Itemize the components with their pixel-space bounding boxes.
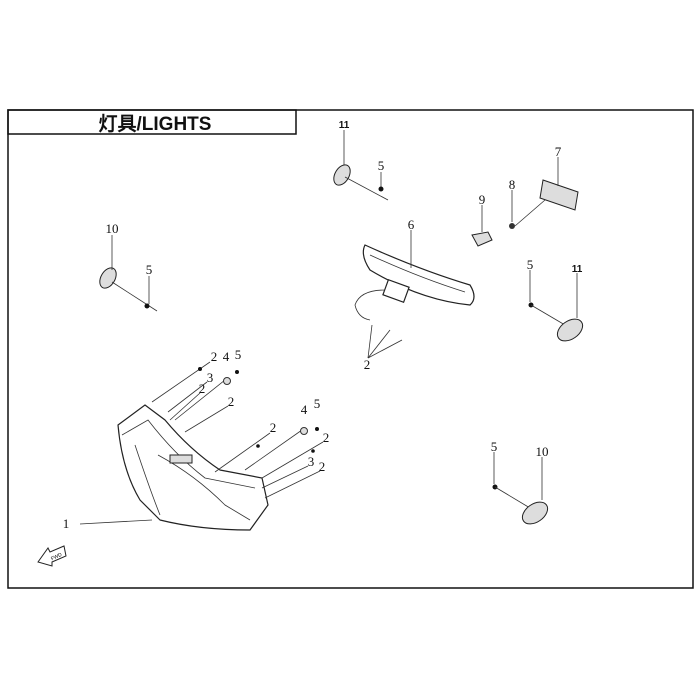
callout-label: 2	[364, 357, 371, 372]
callout-label: 5	[146, 262, 153, 277]
callout-label: 6	[408, 217, 415, 232]
callout-label: 9	[479, 192, 486, 207]
callout-label: 5	[491, 439, 498, 454]
callout-label: 2	[211, 349, 218, 364]
callout-label: 2	[199, 381, 206, 396]
callout-label: 4	[301, 402, 308, 417]
forward-arrow-icon: FWD	[37, 545, 67, 567]
callout-label: 4	[223, 349, 230, 364]
diagram-frame	[7, 109, 694, 589]
part-10-reflector-left	[99, 235, 158, 312]
part-9-connector	[471, 205, 493, 247]
callout-label: 5	[527, 257, 534, 272]
part-7-8-reflector	[509, 157, 579, 229]
callout-label: 11	[339, 120, 350, 131]
callout-label: 2	[228, 394, 235, 409]
callout-label: 2	[319, 459, 326, 474]
callout-label: 1	[63, 516, 70, 531]
fwd-label: FWD	[50, 552, 63, 562]
callout-label: 3	[308, 454, 315, 469]
callout-label: 2	[323, 430, 330, 445]
callout-label: 11	[572, 264, 583, 275]
callout-label: 3	[207, 370, 214, 385]
callout-label: 8	[509, 177, 516, 192]
callout-label: 5	[235, 347, 242, 362]
part-1-headlight	[79, 361, 324, 531]
callout-label: 10	[536, 444, 549, 459]
page-title: 灯具/LIGHTS	[99, 113, 212, 135]
part-11-reflector-right	[528, 270, 584, 342]
title-box	[7, 109, 297, 135]
callout-label: 7	[555, 144, 562, 159]
callout-label: 2	[270, 420, 277, 435]
callout-label: 5	[378, 158, 385, 173]
part-11-reflector-top	[333, 130, 389, 201]
callout-label: 10	[106, 221, 119, 236]
part-10-reflector-right	[492, 452, 549, 525]
part-6-tail-light	[354, 230, 475, 359]
callout-label: 5	[314, 396, 321, 411]
